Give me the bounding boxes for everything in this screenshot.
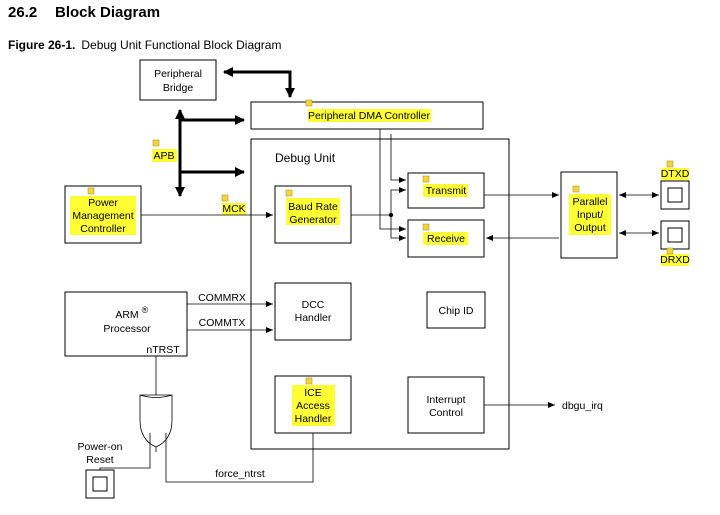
baud-line1: Baud Rate — [288, 201, 338, 213]
transmit-highlight — [423, 184, 468, 197]
mck-label: MCK — [222, 203, 245, 215]
receive-highlight — [423, 232, 468, 245]
pdc-label: Peripheral DMA Controller — [308, 110, 430, 122]
dtxd-pad-inner — [667, 187, 683, 203]
note-icon — [305, 99, 313, 107]
baud-highlight — [286, 198, 340, 225]
interrupt-line2: Control — [429, 407, 463, 419]
ice-line1: ICE — [304, 387, 322, 399]
pmc-highlight — [70, 196, 136, 235]
arm-line1: ARM — [115, 309, 138, 321]
apb-highlight — [152, 149, 177, 162]
peripheral-bridge-line2: Bridge — [163, 82, 194, 94]
receive-label: Receive — [427, 233, 465, 245]
pdc-to-receive — [379, 129, 406, 232]
dcc-line2: Handler — [295, 312, 332, 324]
pdc-highlight — [308, 109, 431, 122]
arm-block — [64, 291, 188, 357]
force-ntrst-line — [165, 433, 314, 483]
figure-label: Figure 26-1. — [8, 38, 76, 52]
note-icon — [221, 194, 229, 202]
note-icon — [305, 377, 313, 385]
bridge-pdc-bus — [223, 67, 295, 98]
dcc-line1: DCC — [302, 299, 325, 311]
reset-to-gate — [99, 433, 151, 470]
transmit-label: Transmit — [426, 185, 467, 197]
parallel-io-line2: Input/ — [577, 209, 603, 221]
dcc-block — [274, 282, 352, 341]
interrupt-line1: Interrupt — [426, 394, 465, 406]
pmc-line2: Management — [72, 210, 133, 222]
parallel-io-highlight — [569, 194, 611, 235]
note-icon — [422, 175, 430, 183]
note-icon — [422, 223, 430, 231]
note-icon — [152, 139, 160, 147]
drxd-label: DRXD — [660, 254, 690, 266]
dbgu-irq-label: dbgu_irq — [562, 400, 603, 412]
drxd-pad-inner — [667, 227, 683, 243]
note-icon — [666, 247, 674, 255]
power-on-reset-line1: Power-on — [78, 441, 123, 453]
arm-line2: Processor — [103, 323, 151, 335]
mck-highlight — [222, 203, 246, 215]
section-heading: 26.2 Block Diagram — [8, 4, 160, 21]
baud-to-receive — [390, 215, 406, 241]
note-icon — [285, 189, 293, 197]
chip-id-block — [426, 291, 486, 329]
peripheral-bridge-line1: Peripheral — [154, 68, 202, 80]
commrx-label: COMMRX — [198, 292, 246, 304]
dtxd-highlight — [661, 168, 689, 180]
power-on-reset-line2: Reset — [86, 454, 114, 466]
baud-to-transmit — [390, 187, 406, 215]
baud-junction — [388, 212, 394, 218]
section-title: Block Diagram — [55, 4, 161, 21]
pmc-line1: Power — [88, 197, 118, 209]
section-number: 26.2 — [8, 4, 38, 21]
peripheral-bridge-block — [139, 59, 217, 101]
parallel-io-line1: Parallel — [572, 196, 607, 208]
pdc-to-transmit — [390, 134, 406, 183]
reset-pad-inner — [92, 476, 108, 492]
baud-line2: Generator — [289, 214, 337, 226]
or-gate — [139, 394, 173, 448]
arm-registered-mark: ® — [142, 305, 149, 315]
note-icon — [572, 185, 580, 193]
debug-unit-label: Debug Unit — [275, 151, 336, 165]
note-icon — [666, 160, 674, 168]
interrupt-block — [407, 376, 485, 434]
commtx-label: COMMTX — [199, 317, 246, 329]
ice-highlight — [292, 385, 335, 426]
ice-line3: Handler — [295, 413, 332, 425]
chip-id-label: Chip ID — [438, 305, 473, 317]
note-icon — [87, 187, 95, 195]
ice-line2: Access — [296, 400, 330, 412]
apb-label: APB — [153, 150, 174, 162]
ntrst-label: nTRST — [146, 344, 180, 356]
pmc-line3: Controller — [80, 223, 126, 235]
parallel-io-line3: Output — [574, 222, 606, 234]
dtxd-label: DTXD — [661, 168, 690, 180]
force-ntrst-label: force_ntrst — [215, 468, 265, 480]
figure-caption: Figure 26-1. Debug Unit Functional Block … — [8, 38, 281, 52]
drxd-highlight — [661, 254, 689, 266]
figure-title: Debug Unit Functional Block Diagram — [81, 38, 282, 52]
